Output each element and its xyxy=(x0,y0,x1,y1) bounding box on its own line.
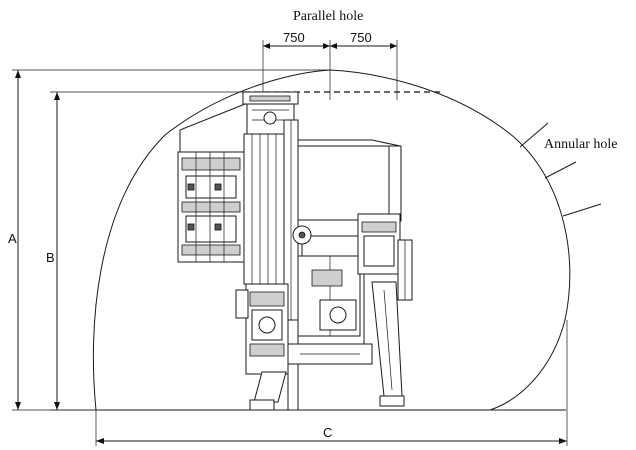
dimension-b: B xyxy=(46,91,250,411)
dim-750-right: 750 xyxy=(350,30,372,45)
parallel-hole-dimension: Parallel hole 750 750 xyxy=(244,9,440,100)
dim-a-label: A xyxy=(8,231,17,246)
parallel-hole-label: Parallel hole xyxy=(293,9,363,24)
annular-hole-label: Annular hole xyxy=(544,137,617,152)
drill-rig xyxy=(177,91,413,411)
tunnel-profile xyxy=(92,69,571,411)
dim-c-label: C xyxy=(323,425,332,440)
annular-hole-callout: Annular hole xyxy=(519,122,617,217)
dimension-c: C xyxy=(95,320,568,446)
dim-b-label: B xyxy=(46,250,55,265)
dim-750-left: 750 xyxy=(283,30,305,45)
dimension-a: A xyxy=(8,69,330,411)
